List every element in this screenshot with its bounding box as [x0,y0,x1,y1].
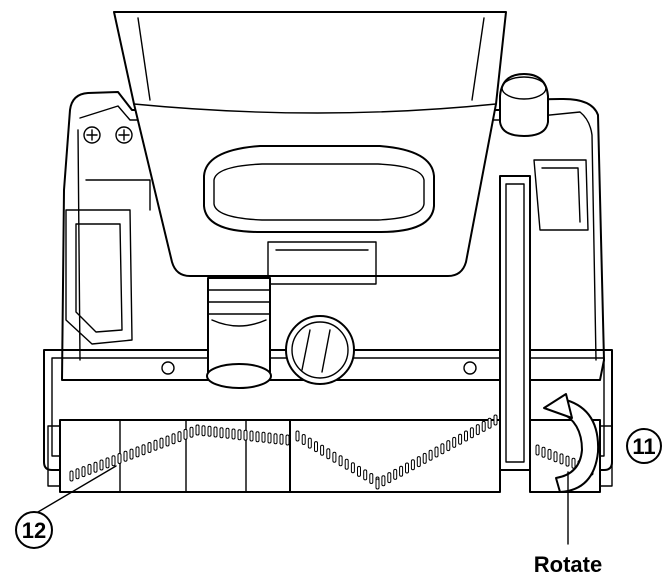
bristle-tuft [387,472,392,484]
bristle-tuft [405,462,409,474]
bristle-tuft [183,428,188,440]
svg-text:12: 12 [22,518,46,543]
bristle-tuft [440,443,445,455]
bristle-tuft [452,436,457,448]
belt-guide [499,175,531,471]
bristle-tuft [458,433,463,445]
upper-body [113,11,507,277]
bristle-tuft [475,424,480,436]
svg-text:Rotate: Rotate [534,552,602,577]
bristle-tuft [285,434,290,446]
bristle-tuft [81,466,86,478]
bristle-tuft [141,444,146,456]
bristle-tuft [410,459,415,471]
bristle-tuft [111,455,116,467]
bristle-tuft [267,432,272,444]
svg-text:11: 11 [632,434,655,459]
bristle-tuft [295,430,300,442]
bristle-tuft [416,456,421,468]
bristle-tuft [446,440,451,452]
bristle-tuft [153,439,158,451]
bristle-tuft [261,431,266,443]
callout-12: 12 [15,465,117,549]
bristle-tuft [213,426,218,438]
bristle-tuft [350,462,355,474]
drain-cap [285,315,355,385]
bristle-tuft [332,451,337,463]
bristle-strip [69,414,594,490]
bristle-tuft [249,430,254,442]
bristle-tuft [219,427,224,439]
bristle-tuft [255,431,260,443]
bristle-tuft [243,429,248,441]
bristle-tuft [189,426,194,438]
bristle-tuft [237,429,242,441]
bristle-tuft [571,457,576,469]
rotate-caption: Rotate [534,471,602,577]
bristle-tuft [171,433,176,445]
bristle-tuft [147,442,152,453]
bristle-tuft [231,428,236,440]
bristle-tuft [464,430,468,442]
bristle-tuft [314,441,318,453]
bristle-tuft [434,446,439,458]
bristle-tuft [344,458,349,470]
bristle-tuft [279,433,284,445]
bristle-tuft [381,475,386,487]
bristle-tuft [375,478,380,490]
bristle-tuft [201,425,206,437]
bristle-tuft [535,444,540,456]
side-latch [65,179,151,345]
bristle-tuft [69,470,74,482]
height-knob [499,73,549,137]
bristle-tuft [469,427,474,439]
bristle-tuft [207,425,212,437]
bristle-tuft [357,465,361,477]
bristle-tuft [493,414,498,426]
bristle-tuft [428,449,433,461]
bristle-tuft [195,424,200,436]
bristle-tuft [369,473,374,484]
bristle-tuft [165,435,170,447]
bristle-tuft [301,434,306,445]
bristle-tuft [541,446,546,458]
bristle-tuft [565,455,570,467]
bristle-tuft [422,452,427,464]
callout-11: 11 [626,428,662,464]
bristle-tuft [326,448,331,460]
mount-hole [161,361,175,375]
bristle-tuft [320,444,325,456]
rotate-arrow-icon [543,393,600,493]
bristle-tuft [363,469,368,481]
bristle-tuft [93,461,98,473]
bristle-tuft [99,459,104,471]
bristle-tuft [393,468,398,480]
right-clip [533,159,589,231]
bristle-tuft [338,455,343,467]
bristle-tuft [105,457,110,469]
bristle-tuft [487,417,492,429]
mount-hole [463,361,477,375]
bristle-tuft [273,433,278,445]
bristle-tuft [123,450,128,462]
bristle-tuft [225,427,230,439]
bristle-tuft [159,437,164,449]
bristle-tuft [87,463,92,475]
bristle-tuft [117,453,122,464]
bristle-tuft [135,446,140,458]
screw-icon [83,126,101,144]
bristle-tuft [177,431,182,443]
bristle-tuft [559,453,564,465]
bristle-tuft [307,437,312,449]
belt-window [267,241,377,285]
bristle-tuft [75,468,80,480]
bristle-tuft [129,448,134,460]
bristle-tuft [553,451,558,463]
bristle-tuft [399,465,404,477]
motor-shaft [206,277,272,389]
bristle-tuft [481,420,486,432]
bristle-tuft [547,448,552,460]
screw-icon [115,126,133,144]
